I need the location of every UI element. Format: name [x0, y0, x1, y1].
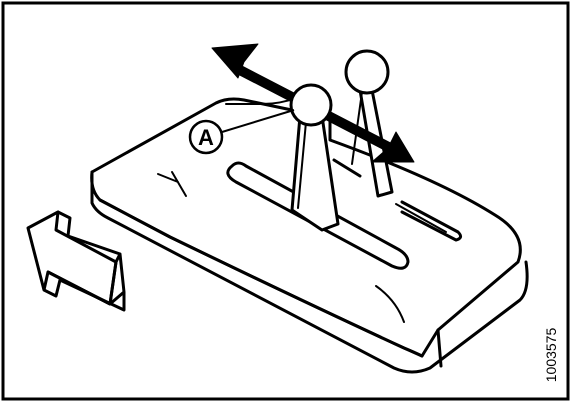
callout-label: A: [198, 125, 214, 150]
direction-arrow-outline: [28, 212, 116, 304]
rear-lever-knob: [346, 51, 388, 93]
front-lever-knob: [291, 85, 331, 125]
direction-arrow: [28, 212, 124, 310]
figure-id: 1003575: [543, 328, 559, 383]
